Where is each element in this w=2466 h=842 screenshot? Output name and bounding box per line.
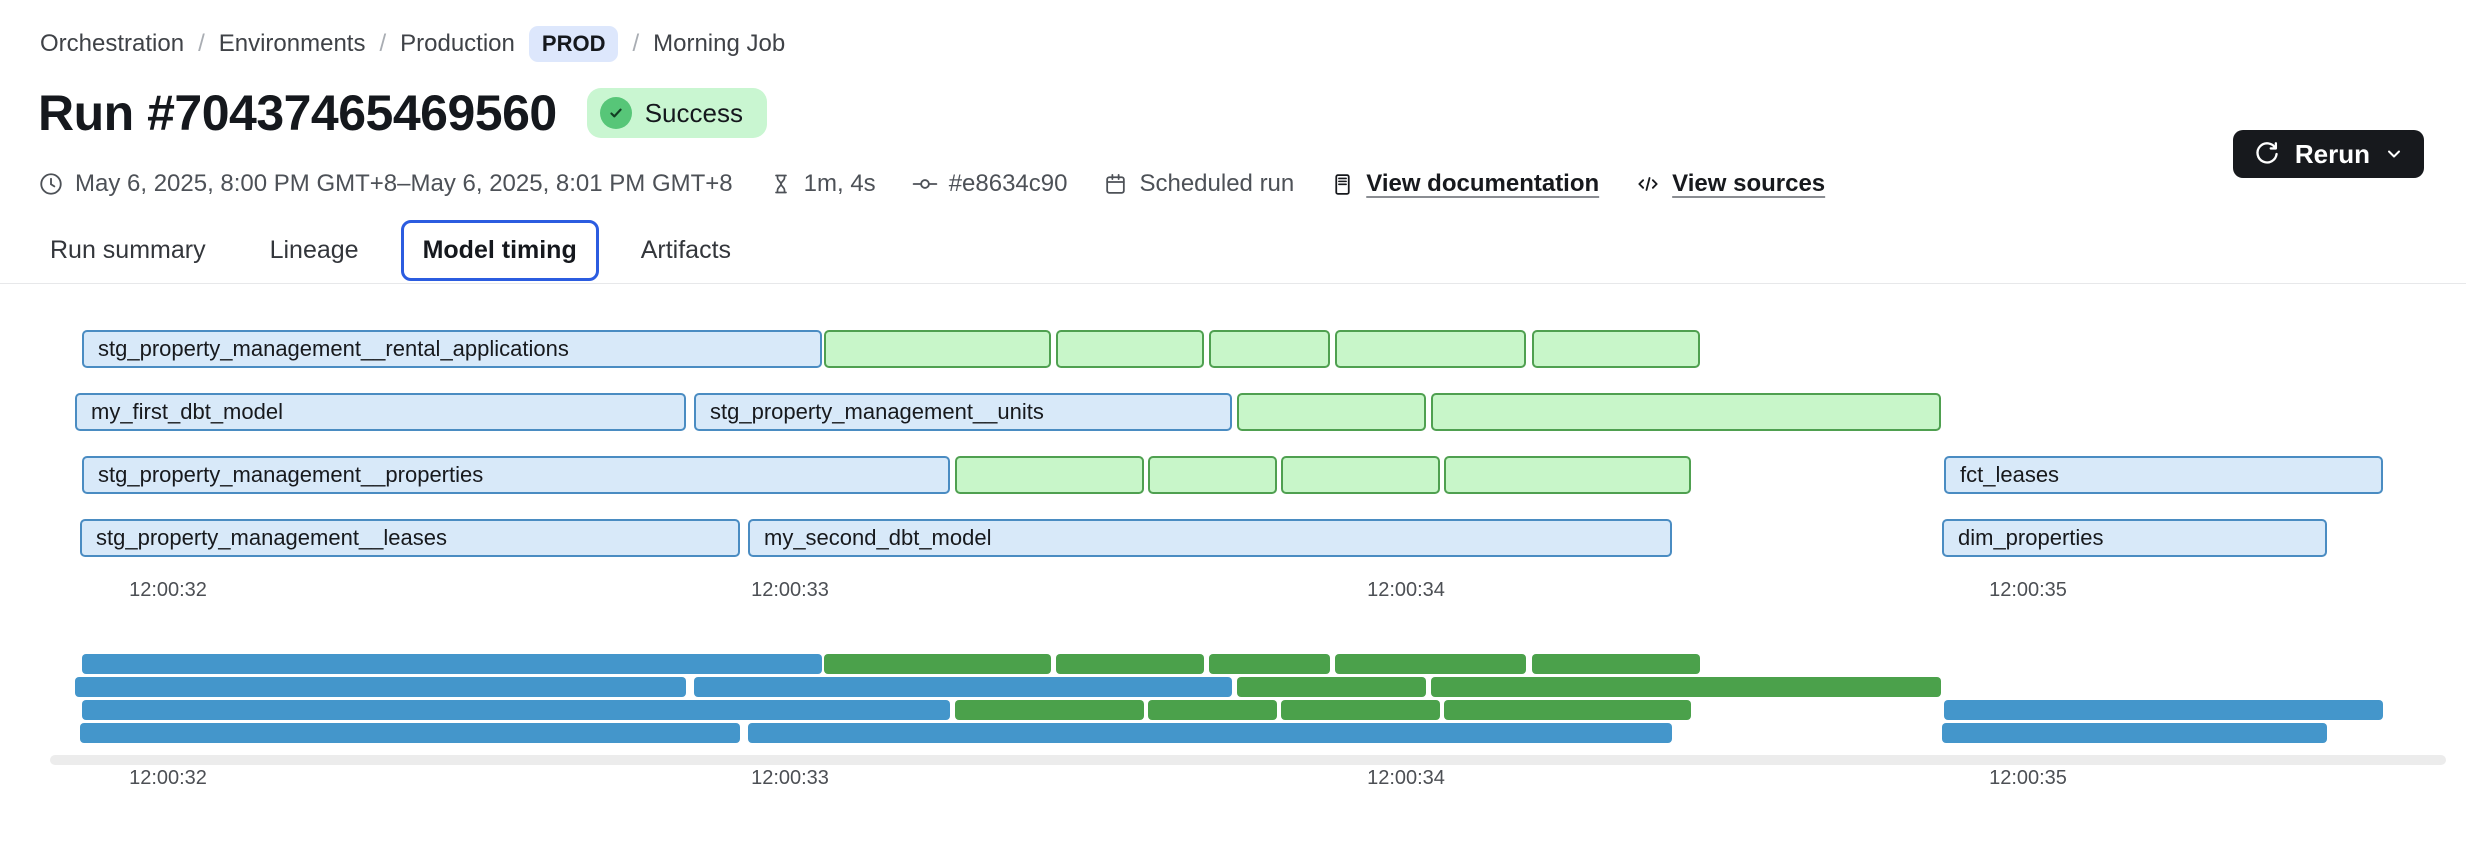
status-label: Success [644,97,743,128]
minimap-bar [1237,677,1426,697]
rerun-label: Rerun [2294,138,2370,169]
gantt-bar[interactable] [824,330,1051,368]
run-tabs: Run summary Lineage Model timing Artifac… [28,220,753,281]
minimap-bar [694,677,1232,697]
run-time-range: May 6, 2025, 8:00 PM GMT+8–May 6, 2025, … [38,170,733,198]
axis-tick-label: 12:00:32 [129,579,207,601]
commit-hash: #e8634c90 [912,170,1067,198]
gantt-bar[interactable] [1281,456,1440,494]
hourglass-icon [774,174,787,194]
gantt-bar[interactable] [1237,393,1426,431]
breadcrumb-separator: / [379,30,387,57]
minimap-bar [1532,654,1700,674]
model-timing-chart: stg_property_management__rental_applicat… [0,283,2466,842]
gantt-bar[interactable] [1335,330,1526,368]
gantt-bar[interactable]: my_second_dbt_model [748,519,1672,557]
title-row: Run #70437465469560 Success [38,84,767,142]
commit-icon [912,179,937,189]
axis-tick-label: 12:00:32 [129,767,207,789]
tab-artifacts[interactable]: Artifacts [640,236,732,264]
gantt-bar[interactable]: fct_leases [1944,456,2383,494]
success-check-icon [599,97,632,129]
minimap-bar [1148,700,1277,720]
axis-tick-label: 12:00:34 [1367,579,1445,601]
environment-badge: PROD [528,26,619,62]
calendar-icon [1106,173,1126,194]
chevron-down-icon [2388,150,2400,158]
gantt-bar[interactable] [1148,456,1277,494]
page-title: Run #70437465469560 [38,85,557,141]
gantt-bar[interactable] [1431,393,1941,431]
view-sources-link[interactable]: View sources [1635,170,1825,198]
gantt-bar[interactable]: stg_property_management__units [694,393,1232,431]
gantt-bar[interactable]: stg_property_management__rental_applicat… [82,330,822,368]
gantt-bar[interactable] [1444,456,1691,494]
run-trigger: Scheduled run [1103,170,1294,198]
view-documentation-link[interactable]: View documentation [1330,170,1599,198]
minimap-bar [824,654,1051,674]
gantt-bar[interactable] [955,456,1144,494]
gantt-bar[interactable] [1056,330,1204,368]
tabs-divider [0,283,2466,284]
minimap-bar [1942,723,2327,743]
minimap-bar [1944,700,2383,720]
axis-tick-label: 12:00:35 [1989,579,2067,601]
axis-tick-label: 12:00:33 [751,767,829,789]
breadcrumb-job[interactable]: Morning Job [653,30,786,57]
gantt-bar[interactable]: stg_property_management__properties [82,456,950,494]
gantt-bar[interactable] [1532,330,1700,368]
run-meta-row: May 6, 2025, 8:00 PM GMT+8–May 6, 2025, … [38,170,1825,198]
tab-lineage[interactable]: Lineage [269,236,359,264]
minimap-bar [1281,700,1440,720]
breadcrumb-production[interactable]: Production [400,30,515,57]
minimap-bar [1335,654,1526,674]
tab-run-summary[interactable]: Run summary [50,236,206,264]
breadcrumb: Orchestration / Environments / Productio… [40,26,785,62]
breadcrumb-separator: / [632,30,640,57]
axis-tick-label: 12:00:35 [1989,767,2067,789]
minimap-bar [82,700,950,720]
breadcrumb-orchestration[interactable]: Orchestration [40,30,185,57]
gantt-bar[interactable]: dim_properties [1942,519,2327,557]
axis-tick-label: 12:00:33 [751,579,829,601]
minimap-bar [75,677,686,697]
minimap-bar [1056,654,1204,674]
minimap-bar [1209,654,1330,674]
code-icon [1638,177,1658,191]
rerun-button[interactable]: Rerun [2232,130,2424,178]
gantt-bar[interactable]: my_first_dbt_model [75,393,686,431]
documentation-icon [1335,173,1350,195]
gantt-bar[interactable] [1209,330,1330,368]
gantt-bar[interactable]: stg_property_management__leases [80,519,740,557]
timeline-scrollbar[interactable] [50,755,2446,765]
minimap-bar [1444,700,1691,720]
axis-tick-label: 12:00:34 [1367,767,1445,789]
run-duration: 1m, 4s [769,170,876,198]
minimap-bar [82,654,822,674]
breadcrumb-environments[interactable]: Environments [218,30,366,57]
minimap-bar [1431,677,1941,697]
status-badge: Success [586,88,767,138]
minimap-bar [80,723,740,743]
refresh-icon [2256,142,2278,164]
tab-model-timing[interactable]: Model timing [400,220,599,281]
minimap-bar [748,723,1672,743]
clock-icon [40,173,62,195]
minimap-bar [955,700,1144,720]
breadcrumb-separator: / [198,30,205,57]
